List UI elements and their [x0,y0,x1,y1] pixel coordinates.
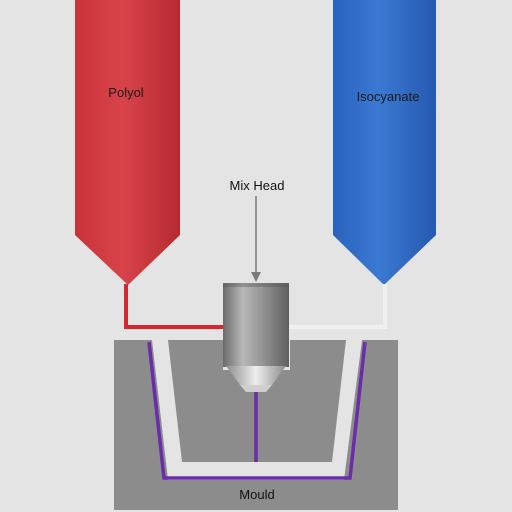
polyol-tank-body [75,0,180,285]
mix-head [223,283,289,392]
mix-head-nozzle [226,366,286,385]
isocyanate-label: Isocyanate [356,89,420,104]
mix-head-label: Mix Head [229,178,285,193]
isocyanate-tank [333,0,436,285]
polyol-tank [75,0,180,285]
foam-layer [147,341,367,480]
mould-cavity [152,340,362,480]
polyol-pipe [124,284,226,329]
mix-head-arrow [251,196,261,282]
mould-label: Mould [239,487,275,502]
polyol-label: Polyol [108,85,144,100]
mix-head-tip [240,385,272,392]
mix-head-body [223,283,289,367]
isocyanate-tank-body [333,0,436,285]
isocyanate-pipe [288,284,387,329]
